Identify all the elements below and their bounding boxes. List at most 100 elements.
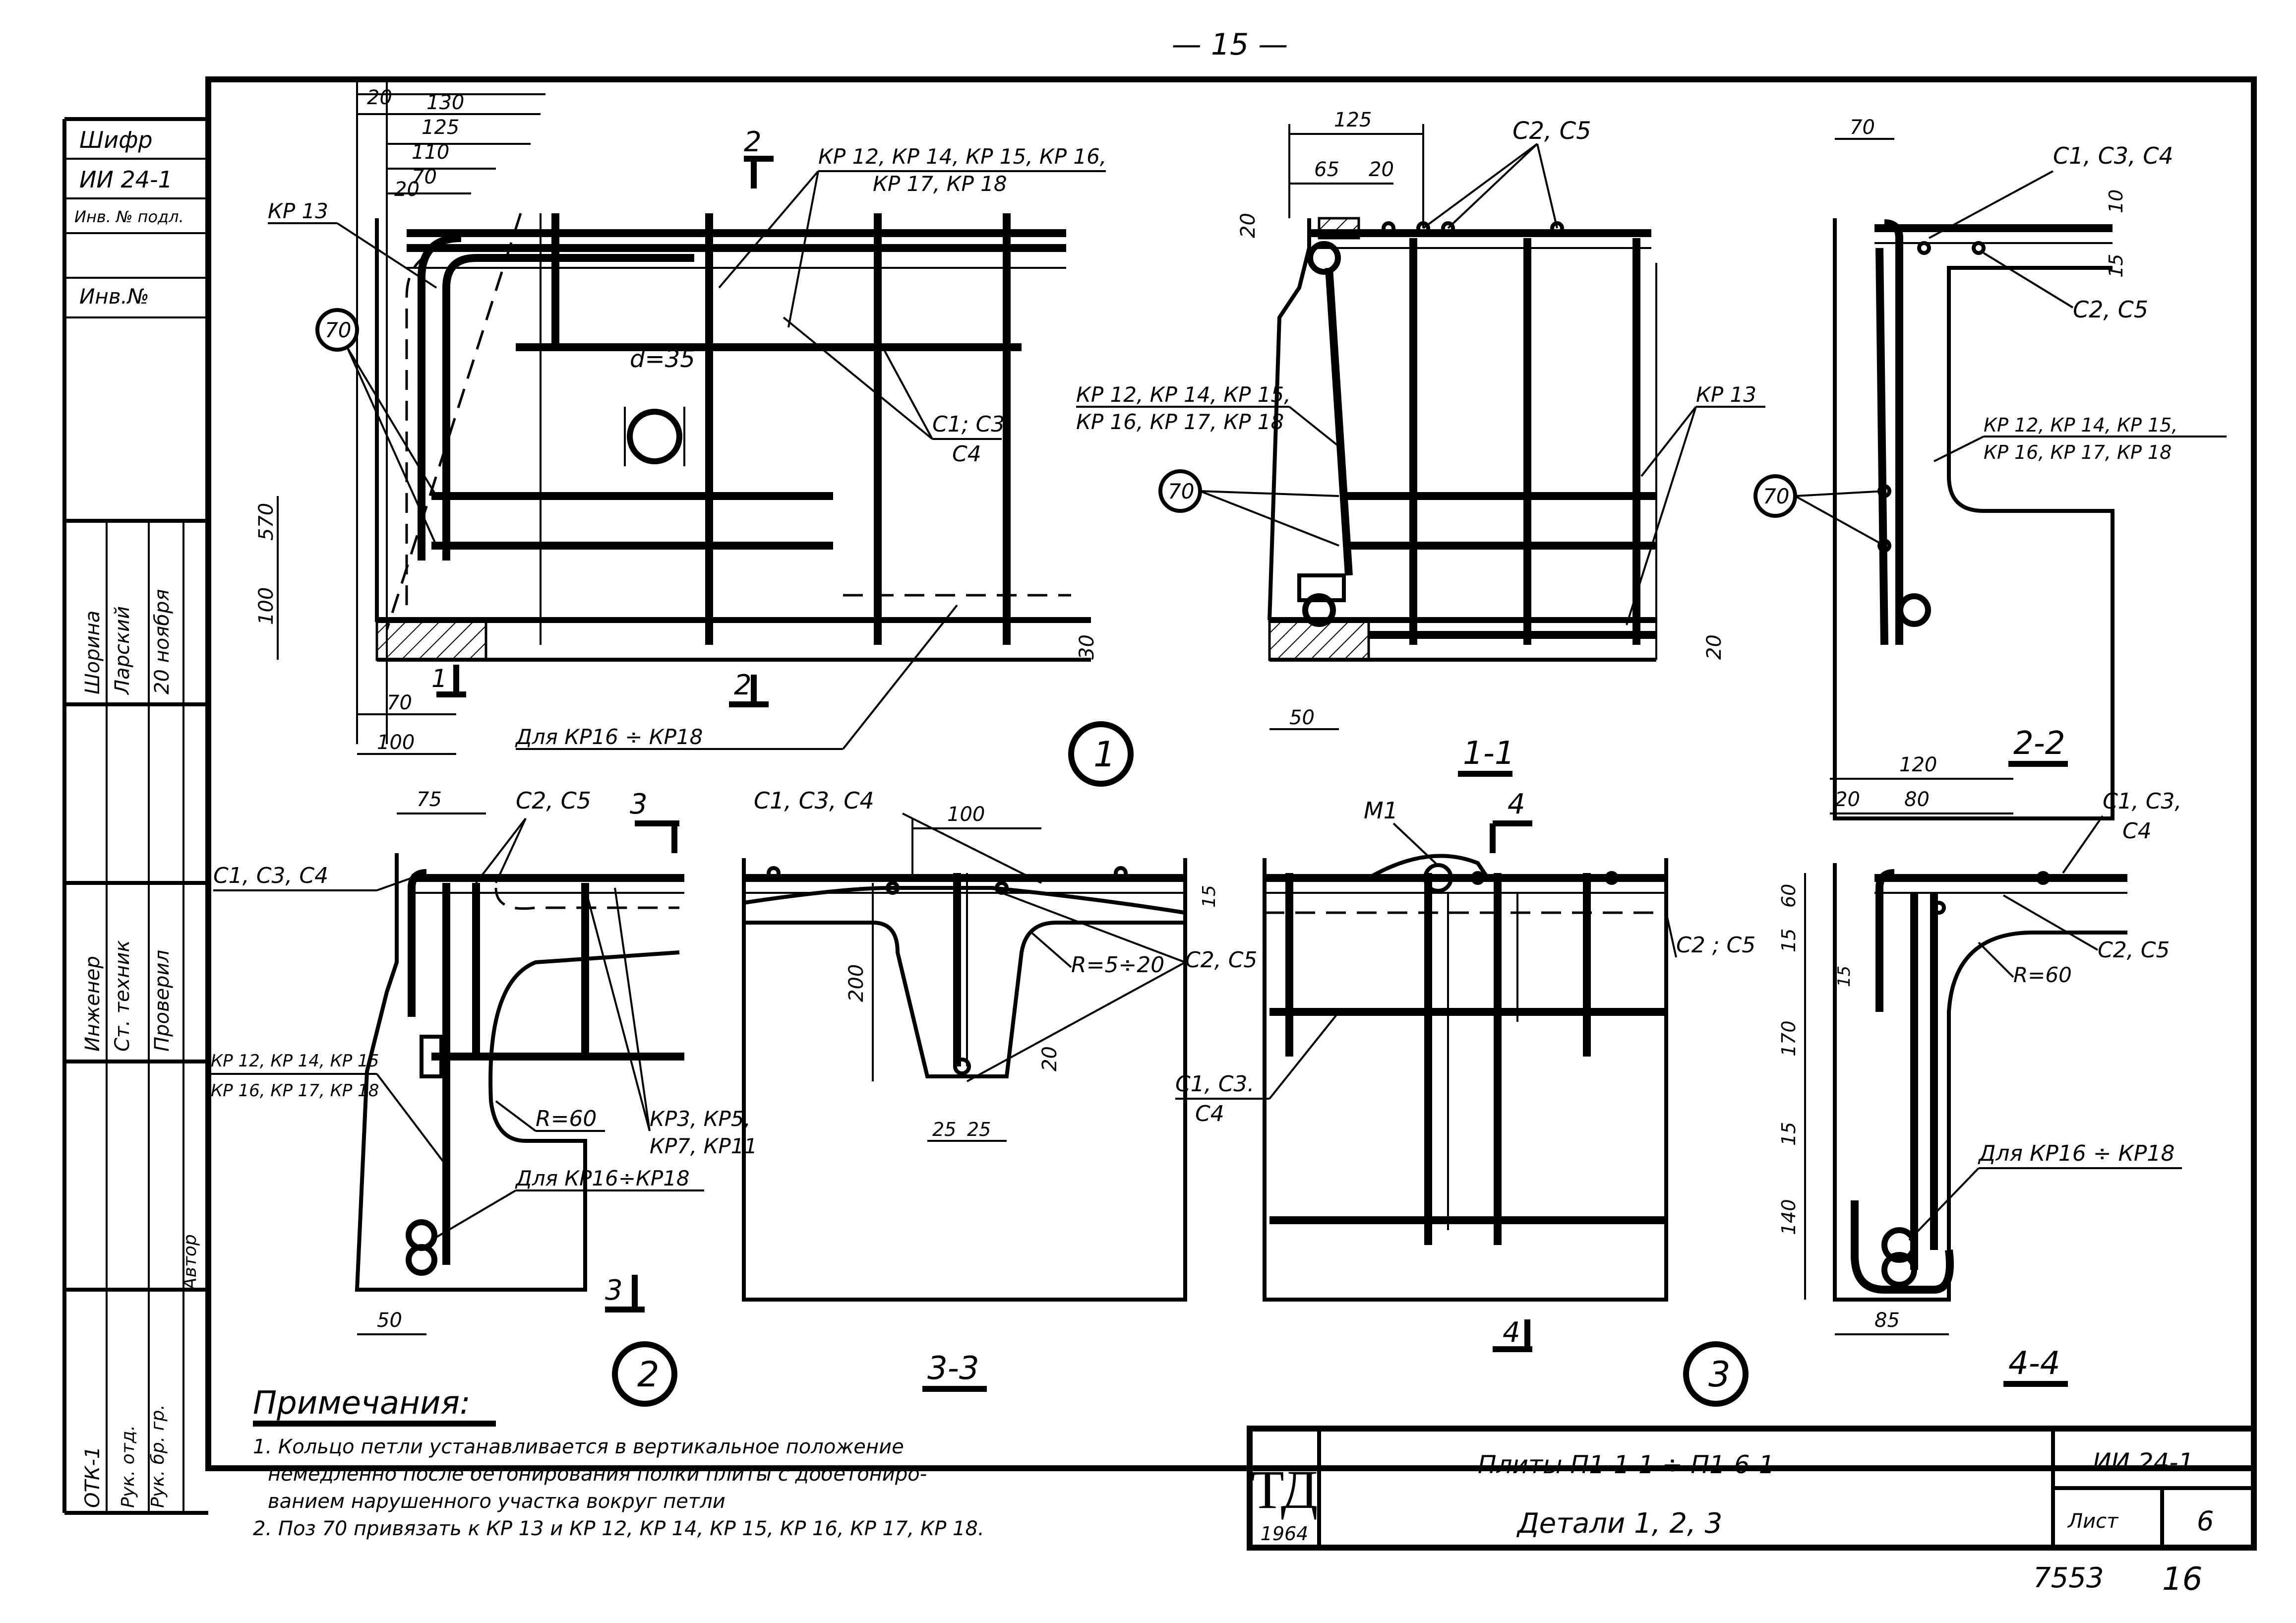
v44-c4: С4 bbox=[2122, 818, 2152, 844]
v44-dim-15a: 15 bbox=[1778, 929, 1800, 952]
v33-title: 3-3 bbox=[927, 1350, 979, 1387]
v2-kr-list1: КР 12, КР 14, КР 15 bbox=[211, 1051, 379, 1071]
view-3: М1 С2 ; С5 С1, С3. С4 4 4 3 bbox=[1175, 788, 1755, 1407]
v1-dim-20: 20 bbox=[367, 86, 392, 109]
sheet-frame bbox=[205, 76, 2257, 1471]
v11-dim-20c: 20 bbox=[1703, 634, 1726, 660]
v22-dim-70: 70 bbox=[1850, 116, 1875, 139]
v33-dim-25a: 25 bbox=[932, 1119, 956, 1140]
v11-dim-65: 65 bbox=[1314, 158, 1339, 181]
v1-c4: С4 bbox=[952, 441, 981, 467]
v1-dim-100b: 100 bbox=[377, 731, 415, 754]
v33-dim-20: 20 bbox=[1038, 1046, 1061, 1071]
stamp-name-2: Ст. техник bbox=[111, 940, 134, 1052]
stamp-role-1: Шорина bbox=[81, 611, 104, 694]
v33-c1: С1, С3, С4 bbox=[754, 787, 874, 814]
v11-dim-20b: 20 bbox=[1237, 213, 1260, 238]
v1-dim-125: 125 bbox=[422, 116, 459, 139]
page-number: — 15 — bbox=[1172, 27, 1288, 62]
sheet-title: Детали 1, 2, 3 bbox=[1516, 1507, 1722, 1540]
v22-kr-list1: КР 12, КР 14, КР 15, bbox=[1984, 414, 2177, 436]
footer-page: 16 bbox=[2162, 1561, 2202, 1598]
v1-kr-top: КР 12, КР 14, КР 15, КР 16, bbox=[818, 144, 1106, 169]
v44-dim-60: 60 bbox=[1778, 884, 1800, 908]
v2-kr7: КР7, КР11 bbox=[650, 1134, 757, 1158]
stamp-dept: ОТК-1 bbox=[81, 1446, 104, 1508]
sheet-label: Лист bbox=[2067, 1510, 2119, 1533]
stamp-name-3: Рук. бр. гр. bbox=[148, 1404, 168, 1508]
v44-dim-20: 20 bbox=[1835, 788, 1860, 811]
v22-c1: С1, С3, С4 bbox=[2053, 142, 2174, 169]
v33-dim-100: 100 bbox=[947, 803, 985, 826]
left-stamp: Шифр ИИ 24-1 Инв. № подл. Инв.№ Шорина Л… bbox=[64, 117, 208, 1513]
title-block: ТД 1964 Плиты П1-1-1 ÷ П1-6-1 Детали 1, … bbox=[1247, 1426, 2257, 1551]
sheet-number: 6 bbox=[2197, 1505, 2214, 1537]
notes-line-2: немедленно после бетонирования полки пли… bbox=[268, 1463, 927, 1486]
v44-dim-15b: 15 bbox=[1834, 966, 1854, 987]
v11-kr-list2: КР 16, КР 17, КР 18 bbox=[1076, 410, 1284, 434]
v11-c2: С2, С5 bbox=[1512, 117, 1591, 145]
view-2-2: 70 10 15 С1, С3, С4 С2, С5 КР 12, КР 14,… bbox=[1753, 116, 2227, 820]
logo-year: 1964 bbox=[1261, 1523, 1309, 1545]
v1-dim-20b: 20 bbox=[394, 178, 420, 201]
v3-m1: М1 bbox=[1364, 797, 1398, 824]
view-1: d=35 20 130 125 110 70 20 570 100 70 100… bbox=[255, 79, 1134, 787]
stamp-date-1: 20 ноября bbox=[151, 589, 174, 694]
stamp-name-1: Ларский bbox=[111, 606, 134, 695]
v44-dim-120: 120 bbox=[1899, 753, 1937, 776]
v3-c4: С4 bbox=[1195, 1101, 1224, 1126]
v2-sec3-top: 3 bbox=[630, 788, 648, 820]
view-4-4: 120 20 80 60 15 15 170 15 140 85 С1, С3,… bbox=[1778, 753, 2182, 1387]
v11-circle70: 70 bbox=[1168, 479, 1194, 503]
v44-dim-80: 80 bbox=[1904, 788, 1930, 811]
v1-kr13: КР 13 bbox=[268, 199, 328, 223]
notes-line-1: 1. Кольцо петли устанавливается в вертик… bbox=[253, 1436, 904, 1458]
v11-dim-125: 125 bbox=[1334, 109, 1372, 131]
v22-c2: С2, С5 bbox=[2073, 296, 2148, 323]
v3-c1: С1, С3. bbox=[1175, 1071, 1254, 1097]
v1-kr-top2: КР 17, КР 18 bbox=[873, 172, 1007, 196]
v3-sec4-top: 4 bbox=[1508, 788, 1525, 820]
cipher-value: ИИ 24-1 bbox=[79, 166, 173, 193]
v1-dim-570: 570 bbox=[255, 503, 278, 541]
notes: Примечания: 1. Кольцо петли устанавливае… bbox=[253, 1385, 984, 1540]
v44-dim-170: 170 bbox=[1778, 1020, 1800, 1057]
v44-dim-85: 85 bbox=[1874, 1309, 1900, 1332]
v3-sec4-bot: 4 bbox=[1503, 1316, 1520, 1349]
archive-number: 7553 bbox=[2033, 1562, 2104, 1594]
v44-c2: С2, С5 bbox=[2098, 937, 2170, 963]
v44-c1: С1, С3, bbox=[2103, 789, 2181, 814]
v11-title: 1-1 bbox=[1463, 735, 1515, 772]
inv-orig-label: Инв. № подл. bbox=[74, 207, 184, 226]
cipher-label: Шифр bbox=[79, 126, 153, 153]
v1-dim-30: 30 bbox=[1076, 634, 1098, 660]
v11-dim-50: 50 bbox=[1289, 706, 1315, 729]
v2-r60: R=60 bbox=[536, 1106, 597, 1131]
stamp-role-3: Рук. отд. bbox=[118, 1425, 138, 1508]
v22-dim-10: 10 bbox=[2105, 189, 2127, 213]
notes-line-4: 2. Поз 70 привязать к КР 13 и КР 12, КР … bbox=[253, 1517, 984, 1540]
v2-c1: С1, С3, С4 bbox=[213, 863, 328, 888]
v44-r: R=60 bbox=[2013, 963, 2072, 987]
v2-kr3: КР3, КР5, bbox=[650, 1107, 751, 1131]
stamp-date-2: Проверил bbox=[151, 950, 174, 1052]
v1-dim-130: 130 bbox=[426, 91, 464, 114]
v3-c2: С2 ; С5 bbox=[1676, 933, 1755, 958]
view-3-3: 100 200 20 25 25 15 С1, С3, С4 R=5÷20 С2… bbox=[742, 787, 1257, 1392]
v3-view-number: 3 bbox=[1708, 1354, 1731, 1395]
v1-dim-70: 70 bbox=[412, 166, 437, 188]
notes-line-3: ванием нарушенного участка вокруг петли bbox=[268, 1490, 725, 1513]
stamp-date-3: Автор bbox=[180, 1234, 200, 1291]
v1-sec2-top: 2 bbox=[744, 126, 762, 158]
v33-dim-200: 200 bbox=[845, 964, 868, 1002]
v1-view-number: 1 bbox=[1093, 734, 1116, 775]
v1-dim-70b: 70 bbox=[387, 691, 412, 714]
v44-dim-140: 140 bbox=[1778, 1199, 1800, 1235]
v2-dim-50: 50 bbox=[377, 1309, 402, 1332]
notes-heading: Примечания: bbox=[253, 1385, 471, 1422]
v1-circle70: 70 bbox=[325, 318, 351, 342]
v44-dim-15c: 15 bbox=[1778, 1122, 1800, 1146]
v33-r: R=5÷20 bbox=[1071, 952, 1164, 978]
v33-dim-25b: 25 bbox=[967, 1119, 991, 1140]
